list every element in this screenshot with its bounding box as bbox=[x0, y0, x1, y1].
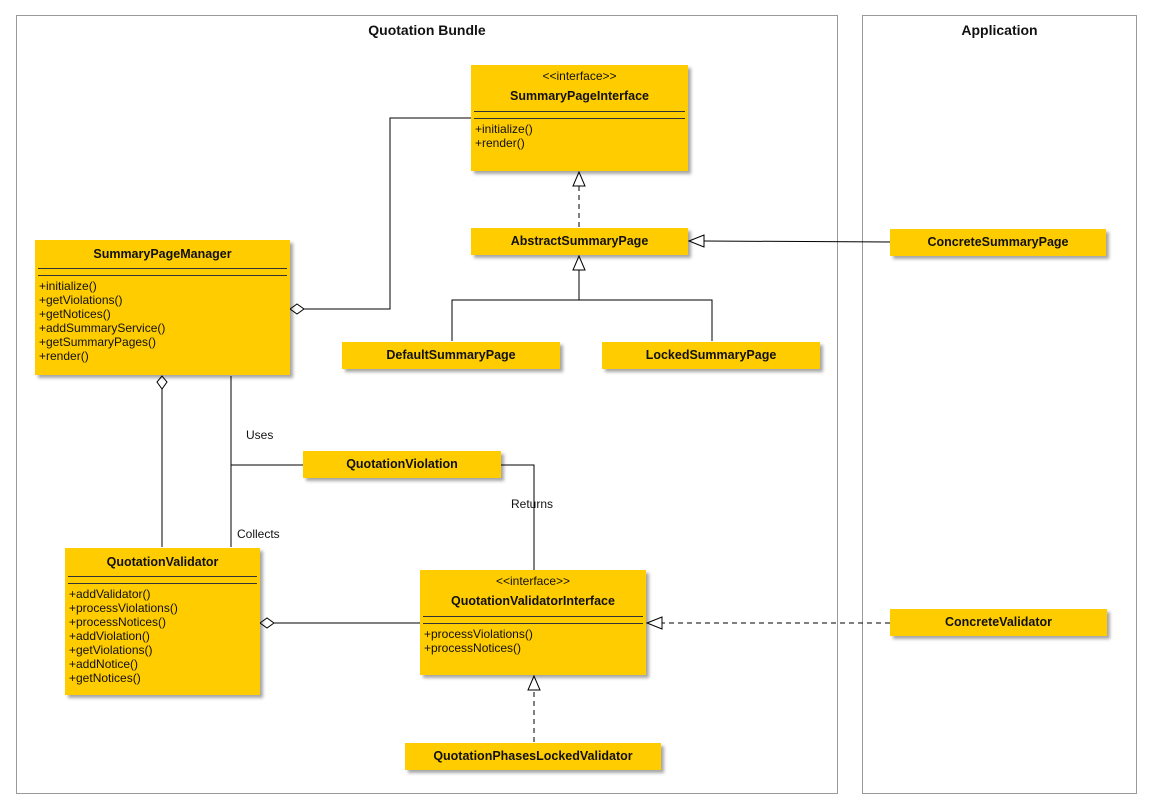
operation: +getViolations() bbox=[39, 293, 123, 307]
operation: +render() bbox=[475, 136, 525, 150]
label-uses: Uses bbox=[246, 428, 274, 442]
class-locked-summary-page[interactable]: LockedSummaryPage bbox=[602, 342, 820, 369]
operation-divider bbox=[68, 583, 257, 584]
package-title-application: Application bbox=[961, 22, 1038, 38]
class-name: LockedSummaryPage bbox=[645, 348, 777, 362]
class-name: DefaultSummaryPage bbox=[386, 348, 516, 362]
operation: +getNotices() bbox=[69, 671, 141, 685]
label-collects: Collects bbox=[237, 527, 280, 541]
class-concrete-summary-page[interactable]: ConcreteSummaryPage bbox=[890, 229, 1106, 256]
class-quotation-validator[interactable]: QuotationValidator +addValidator() +proc… bbox=[65, 548, 260, 695]
class-name: QuotationViolation bbox=[346, 457, 458, 471]
label-returns: Returns bbox=[511, 497, 554, 511]
operation: +addViolation() bbox=[69, 629, 150, 643]
generalization-concrete-page bbox=[703, 240, 891, 243]
operations-list: +initialize() +getViolations() +getNotic… bbox=[35, 276, 290, 363]
class-summary-page-interface[interactable]: <<interface>> SummaryPageInterface +init… bbox=[471, 65, 688, 171]
aggregation-diamond-manager bbox=[289, 303, 305, 315]
operation: +processNotices() bbox=[424, 641, 522, 655]
operation: +getSummaryPages() bbox=[39, 335, 157, 349]
class-name: SummaryPageInterface bbox=[510, 89, 649, 103]
package-application: Application bbox=[862, 15, 1137, 794]
operations-list: +addValidator() +processViolations() +pr… bbox=[65, 584, 260, 685]
stereotype-label: <<interface>> bbox=[542, 69, 617, 83]
operation: +addValidator() bbox=[69, 587, 151, 601]
class-name: QuotationValidator bbox=[106, 555, 219, 569]
generalization-arrow-abstract bbox=[572, 254, 586, 271]
aggregation-diamond-manager-validator bbox=[156, 375, 168, 390]
operation: +render() bbox=[39, 349, 89, 363]
operations-list: +processViolations() +processNotices() bbox=[420, 624, 646, 655]
package-title-quotation-bundle: Quotation Bundle bbox=[368, 22, 486, 38]
attribute-divider bbox=[423, 616, 643, 617]
operation-divider bbox=[423, 623, 643, 624]
generalization-default-page bbox=[451, 299, 579, 341]
operations-list: +initialize() +render() bbox=[471, 119, 688, 150]
aggregation-manager-interface bbox=[304, 117, 471, 310]
stereotype-label: <<interface>> bbox=[495, 574, 571, 588]
class-quotation-validator-interface[interactable]: <<interface>> QuotationValidatorInterfac… bbox=[420, 570, 646, 675]
class-abstract-summary-page[interactable]: AbstractSummaryPage bbox=[471, 228, 688, 255]
operation: +processViolations() bbox=[424, 627, 533, 641]
attribute-divider bbox=[474, 111, 685, 112]
class-name: SummaryPageManager bbox=[93, 247, 232, 261]
attribute-divider bbox=[68, 576, 257, 577]
generalization-arrow-concrete-page bbox=[687, 234, 705, 248]
operation: +initialize() bbox=[39, 279, 97, 293]
aggregation-diamond-validator bbox=[259, 617, 275, 629]
class-quotation-violation[interactable]: QuotationViolation bbox=[303, 451, 501, 478]
operation: +getNotices() bbox=[39, 307, 111, 321]
operation: +addNotice() bbox=[69, 657, 139, 671]
class-summary-page-manager[interactable]: SummaryPageManager +initialize() +getVio… bbox=[35, 240, 290, 375]
realization-arrow-concrete-validator bbox=[645, 616, 663, 630]
class-name: ConcreteSummaryPage bbox=[927, 235, 1069, 249]
generalization-locked-page bbox=[579, 299, 713, 341]
operation: +processViolations() bbox=[69, 601, 178, 615]
realization-arrow-abstract bbox=[572, 170, 586, 187]
class-default-summary-page[interactable]: DefaultSummaryPage bbox=[342, 342, 560, 369]
operation: +initialize() bbox=[475, 122, 533, 136]
realization-arrow-phases-locked bbox=[527, 674, 541, 691]
class-name: AbstractSummaryPage bbox=[510, 234, 649, 248]
operation: +getViolations() bbox=[69, 643, 153, 657]
attribute-divider bbox=[38, 268, 287, 269]
class-name: QuotationPhasesLockedValidator bbox=[433, 749, 633, 763]
operation-divider bbox=[38, 275, 287, 276]
class-name: ConcreteValidator bbox=[945, 615, 1052, 629]
operation: +processNotices() bbox=[69, 615, 167, 629]
operation-divider bbox=[474, 118, 685, 119]
class-quotation-phases-locked-validator[interactable]: QuotationPhasesLockedValidator bbox=[405, 743, 661, 770]
class-name: QuotationValidatorInterface bbox=[451, 594, 615, 608]
class-concrete-validator[interactable]: ConcreteValidator bbox=[890, 609, 1107, 636]
operation: +addSummaryService() bbox=[39, 321, 166, 335]
association-returns bbox=[501, 464, 535, 570]
